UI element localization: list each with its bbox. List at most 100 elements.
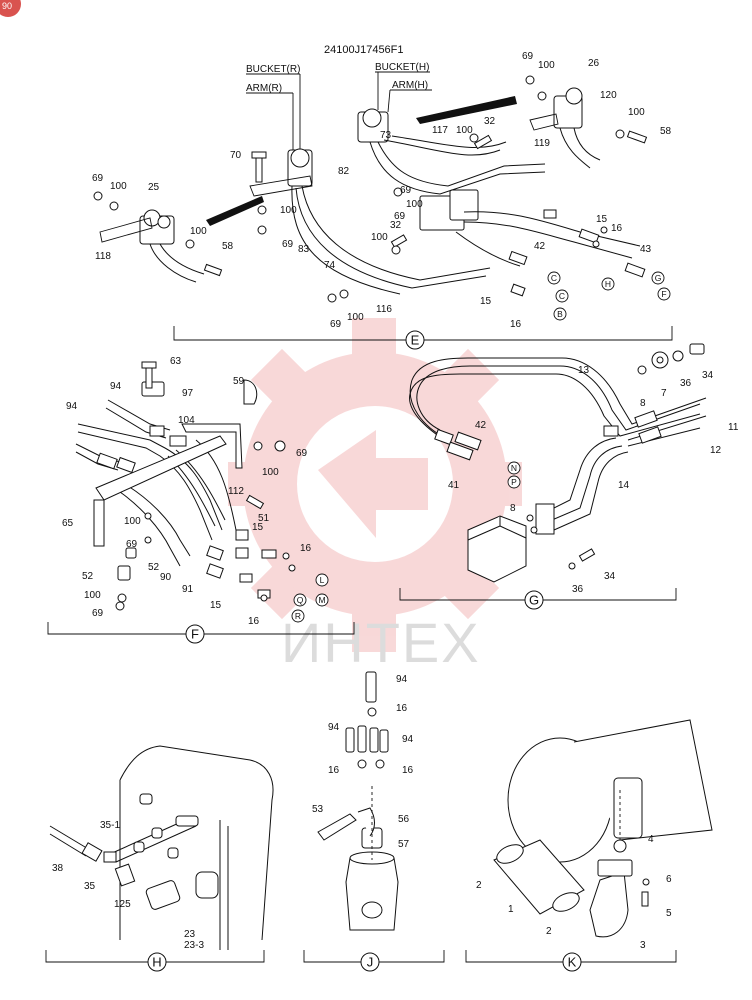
callout: 58 [222, 241, 234, 252]
callout: 52 [148, 562, 160, 573]
section-tag-j: J [360, 952, 380, 972]
section-tag-h: H [147, 952, 167, 972]
callout: 35-1 [100, 820, 120, 831]
callout: 8 [640, 398, 646, 409]
callout: 119 [534, 138, 550, 149]
callout: 25 [148, 182, 160, 193]
callout: 16 [611, 223, 623, 234]
callout: 1 [508, 904, 514, 915]
section-tag-g: G [524, 590, 544, 610]
section-f [47, 361, 355, 635]
section-label-k: K [568, 955, 577, 970]
port-h1: H [605, 279, 611, 289]
callout: 97 [182, 388, 194, 399]
callout: 6 [666, 874, 672, 885]
callout: 69 [522, 51, 534, 62]
callout: 100 [371, 232, 388, 243]
port-labels-e: C C G F B H [551, 273, 667, 319]
callout: 41 [448, 480, 460, 491]
callout: 94 [328, 722, 340, 733]
callout: 2 [476, 880, 482, 891]
callout: 16 [328, 765, 340, 776]
port-f1: F [661, 289, 666, 299]
callout: 73 [380, 130, 392, 141]
port-r1: R [295, 611, 301, 621]
callout: 34 [604, 571, 616, 582]
drawing-code: 24100J17456F1 [324, 44, 404, 56]
section-label-h: H [152, 955, 161, 970]
callout: 100 [262, 467, 279, 478]
callout: 16 [402, 765, 414, 776]
callout: 52 [82, 571, 94, 582]
callout: 38 [52, 863, 64, 874]
callout: 43 [640, 244, 652, 255]
callout: 13 [578, 365, 590, 376]
callout: 94 [110, 381, 122, 392]
section-tag-e: E [405, 330, 425, 350]
callout: 12 [710, 445, 722, 456]
callouts-j: 94 16 94 94 16 16 53 56 57 [312, 674, 414, 850]
label-arm-h: ARM(H) [392, 80, 428, 91]
watermark-text: ИНТЕХ [281, 611, 481, 674]
callout: 94 [66, 401, 78, 412]
callout: 16 [510, 319, 522, 330]
section-h [45, 745, 274, 963]
callout: 69 [282, 239, 294, 250]
callout: 15 [596, 214, 608, 225]
callout: 58 [660, 126, 672, 137]
callout: 53 [312, 804, 324, 815]
port-b1: B [557, 309, 563, 319]
callout: 100 [124, 516, 141, 527]
callout: 117 [432, 125, 448, 136]
section-label-e: E [411, 333, 420, 348]
callout: 56 [398, 814, 410, 825]
callout: 69 [296, 448, 308, 459]
callout: 15 [252, 522, 264, 533]
callout: 70 [230, 150, 242, 161]
callout: 32 [390, 220, 402, 231]
section-g [399, 343, 707, 601]
callout: 3 [640, 940, 646, 951]
callout: 15 [210, 600, 222, 611]
callout: 100 [628, 107, 645, 118]
callouts-f: 63 94 97 94 104 59 100 69 112 51 65 100 … [62, 356, 312, 627]
page-badge-number: 90 [2, 1, 12, 11]
label-bucket-h: BUCKET(H) [375, 62, 429, 73]
callout: 94 [396, 674, 408, 685]
label-bucket-r: BUCKET(R) [246, 64, 300, 75]
callout: 100 [347, 312, 364, 323]
section-label-g: G [529, 593, 539, 608]
section-tag-k: K [562, 952, 582, 972]
callout: 69 [400, 185, 412, 196]
callout: 11 [728, 422, 739, 433]
callout: 16 [300, 543, 312, 554]
callout: 116 [376, 304, 392, 315]
callout: 51 [258, 513, 270, 524]
callout: 63 [170, 356, 182, 367]
callout: 2 [546, 926, 552, 937]
callout: 32 [484, 116, 496, 127]
callout: 69 [126, 539, 138, 550]
watermark-logo [228, 318, 522, 652]
callout: 36 [680, 378, 692, 389]
callout: 120 [600, 90, 617, 101]
callout: 83 [298, 244, 310, 255]
callout: 7 [661, 388, 667, 399]
callout: 26 [588, 58, 600, 69]
callout: 90 [160, 572, 172, 583]
callout: 16 [396, 703, 408, 714]
label-arm-r: ARM(R) [246, 83, 282, 94]
section-label-j: J [367, 955, 374, 970]
callout: 42 [534, 241, 546, 252]
callout: 8 [510, 503, 516, 514]
ports-g [507, 461, 521, 489]
port-g1: G [655, 273, 662, 283]
watermark: ИНТЕХ [228, 318, 522, 674]
callout: 16 [248, 616, 260, 627]
section-tag-f: F [185, 624, 205, 644]
page-badge: 90 [0, 0, 21, 17]
ports-e [547, 271, 671, 321]
callout: 112 [228, 486, 244, 497]
callout: 100 [84, 590, 101, 601]
section-e: 24100J17456F1 BUCKET(R) ARM(R) BUCKET(H)… [93, 44, 673, 341]
